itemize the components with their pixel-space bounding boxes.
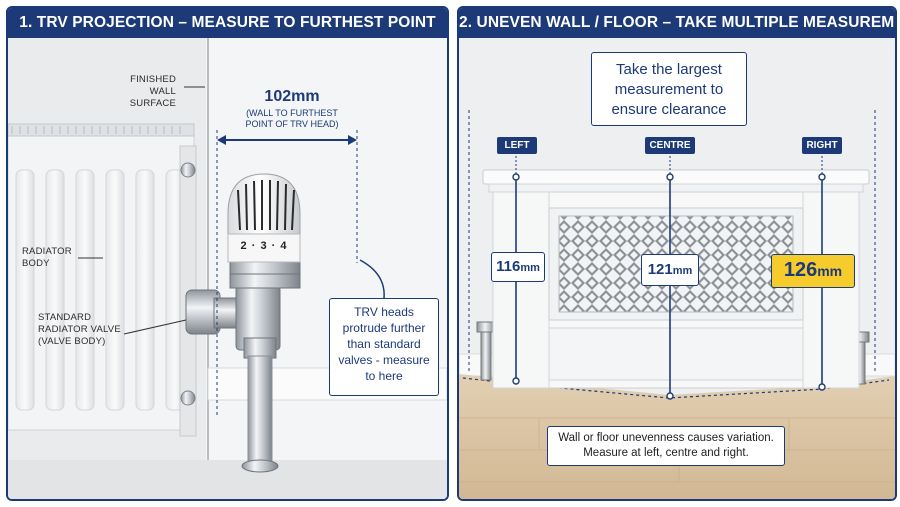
- floor: [8, 460, 447, 499]
- unevenness-note: Wall or floor unevenness causes variatio…: [547, 426, 785, 466]
- dimension-value-102: 102mm: [264, 88, 320, 105]
- leader-valve: [123, 319, 187, 335]
- trv-illustration: [8, 38, 447, 499]
- measurement-centre: 121mm: [641, 254, 699, 286]
- measurement-right-value: 126: [783, 259, 818, 281]
- measurement-right: 126mm: [771, 254, 855, 288]
- measurement-centre-unit: mm: [672, 265, 693, 277]
- panel-trv-projection: 1. TRV PROJECTION – MEASURE TO FURTHEST …: [6, 6, 449, 501]
- dimension-arrow-102: [216, 130, 358, 418]
- finished-wall-label: FINISHED WALL SURFACE: [129, 74, 176, 109]
- panel-title-uneven-wall: 2. UNEVEN WALL / FLOOR – TAKE MULTIPLE M…: [459, 8, 895, 38]
- measurement-right-unit: mm: [817, 263, 843, 279]
- tag-centre: CENTRE: [645, 137, 695, 154]
- panel-title-trv-projection: 1. TRV PROJECTION – MEASURE TO FURTHEST …: [8, 8, 447, 38]
- measurement-line-centre: [666, 156, 674, 400]
- radiator-body-label: RADIATOR BODY: [22, 246, 72, 269]
- tag-left: LEFT: [497, 137, 537, 154]
- trv-scale-label: 2 · 3 · 4: [240, 240, 288, 252]
- largest-measurement-callout: Take the largest measurement to ensure c…: [591, 52, 747, 126]
- measurement-left-value: 116: [496, 258, 521, 275]
- radiator-body: [8, 123, 197, 437]
- radiator-valve: [185, 285, 281, 473]
- measurement-centre-value: 121: [647, 261, 673, 278]
- tag-right: RIGHT: [802, 137, 842, 154]
- trv-callout: TRV heads protrude further than standard…: [329, 298, 439, 396]
- radiator-cover: [482, 169, 870, 389]
- radiator-valve-label: STANDARD RADIATOR VALVE (VALVE BODY): [38, 312, 121, 347]
- panel-uneven-wall: 2. UNEVEN WALL / FLOOR – TAKE MULTIPLE M…: [457, 6, 897, 501]
- measurement-left-unit: mm: [520, 262, 540, 274]
- dimension-note: (WALL TO FURTHEST POINT OF TRV HEAD): [245, 108, 339, 129]
- measurement-left: 116mm: [491, 252, 545, 282]
- leader-trv-callout: [359, 259, 385, 299]
- trv-head: [227, 173, 301, 289]
